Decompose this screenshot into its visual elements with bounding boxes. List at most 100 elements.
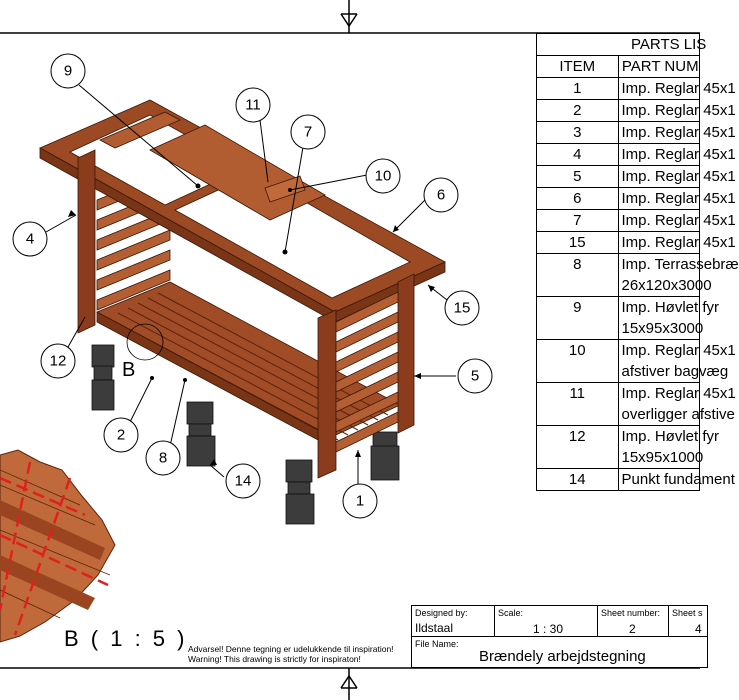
parts-row-part-line: afstiver bagvæg	[621, 363, 729, 380]
roof-beams	[99, 111, 326, 221]
parts-row-part-line: Imp. Reglar 45x1	[621, 146, 736, 163]
leader-arrowheads	[68, 183, 435, 465]
parts-row-part-line: 15x95x3000	[621, 320, 704, 337]
parts-row-part: Imp. Reglar 45x1	[617, 121, 736, 144]
item-balloons	[12, 53, 493, 519]
sheet-number-value: 2	[629, 622, 636, 636]
parts-row-item: 9	[536, 296, 619, 340]
balloon-4	[12, 221, 48, 257]
balloon-label-5: 5	[471, 368, 479, 385]
balloon-label-2: 2	[117, 427, 125, 444]
parts-row-part: Imp. Reglar 45x1	[617, 209, 736, 232]
balloon-15	[444, 290, 480, 326]
balloon-labels: 9 11 7 10 6 4 15 12 5 2 8 14 1	[26, 63, 479, 510]
balloon-7	[290, 114, 326, 150]
firewood-shelter-drawing	[39, 99, 446, 525]
parts-row-item: 12	[536, 425, 619, 469]
balloon-label-9: 9	[64, 63, 72, 80]
balloon-11	[235, 87, 271, 123]
parts-row-part: Imp. Reglar 45x1	[617, 231, 736, 254]
balloon-label-4: 4	[26, 231, 34, 248]
parts-row-part-line: 15x95x1000	[621, 449, 704, 466]
col-item-header: ITEM	[536, 55, 619, 78]
detail-view-b	[0, 449, 116, 643]
warning-line-2: Warning! This drawing is strictly for in…	[188, 654, 361, 664]
parts-row-part-line: overligger afstive	[621, 406, 735, 423]
balloon-label-15: 15	[454, 300, 471, 317]
parts-row-part-line: Imp. Reglar 45x1	[621, 342, 736, 359]
parts-row-part-line: Imp. Reglar 45x1	[621, 212, 736, 229]
designed-by-value: Ildstaal	[415, 621, 454, 635]
parts-row-item: 3	[536, 121, 619, 144]
parts-row-item: 14	[536, 468, 619, 491]
right-side-slats	[335, 291, 399, 453]
parts-row-part: Imp. Reglar 45x1	[617, 165, 736, 188]
parts-row-part-line: Punkt fundament	[621, 471, 735, 488]
balloon-12	[40, 343, 76, 379]
file-name-value: Brændely arbejdstegning	[479, 648, 646, 665]
parts-row-item: 15	[536, 231, 619, 254]
parts-row-item: 1	[536, 77, 619, 100]
balloon-label-8: 8	[159, 450, 167, 467]
parts-row-item: 8	[536, 253, 619, 297]
detail-view-label: B ( 1 : 5 )	[64, 626, 188, 651]
sheet-number-label: Sheet number:	[601, 608, 661, 618]
title-block: Designed by: Ildstaal Scale: 1 : 30 Shee…	[411, 605, 708, 668]
parts-row-part: Imp. Reglar 45x1	[617, 187, 736, 210]
parts-row-part: Imp. Reglar 45x1	[617, 143, 736, 166]
parts-row-part: Punkt fundament	[617, 468, 735, 491]
balloon-label-7: 7	[304, 124, 312, 141]
file-name-label: File Name:	[415, 639, 459, 649]
parts-row-item: 7	[536, 209, 619, 232]
warning-text: Advarsel! Denne tegning er udelukkende t…	[188, 644, 394, 664]
balloon-10	[365, 158, 401, 194]
parts-row-part-line: 26x120x3000	[621, 277, 712, 294]
sheet-size-label: Sheet s	[672, 608, 703, 618]
scale-label: Scale:	[498, 608, 524, 618]
balloon-label-10: 10	[375, 168, 392, 185]
parts-row-item: 4	[536, 143, 619, 166]
balloon-5	[457, 358, 493, 394]
parts-row-part: Imp. Reglar 45x1	[617, 77, 736, 100]
parts-row-part-line: Imp. Høvlet fyr	[621, 299, 720, 316]
parts-row-part: Imp. Reglar 45x1	[617, 99, 736, 122]
sheet-number-cell: Sheet number: 2	[597, 605, 669, 637]
parts-row-part-line: Imp. Reglar 45x1	[621, 190, 736, 207]
balloon-1	[342, 483, 378, 519]
parts-row-part-line: Imp. Reglar 45x1	[621, 234, 736, 251]
balloon-14	[225, 463, 261, 499]
parts-row-part-line: Imp. Terrassebræ	[621, 256, 739, 273]
designed-by-label: Designed by:	[415, 608, 468, 618]
parts-list-title: PARTS LIS	[536, 33, 706, 56]
parts-row-part: Imp. Høvlet fyr 15x95x3000	[617, 296, 720, 340]
parts-row-item: 2	[536, 99, 619, 122]
parts-row-item: 5	[536, 165, 619, 188]
col-part-header: PART NUM	[617, 55, 700, 78]
balloon-6	[423, 177, 459, 213]
sheet-size-value: 4	[695, 622, 702, 636]
parts-row-part-line: Imp. Reglar 45x1	[621, 80, 736, 97]
parts-row-part: Imp. Terrassebræ 26x120x3000	[617, 253, 739, 297]
balloon-label-12: 12	[50, 353, 67, 370]
balloon-label-14: 14	[235, 473, 252, 490]
parts-row-part-line: Imp. Reglar 45x1	[621, 102, 736, 119]
balloon-label-1: 1	[356, 493, 364, 510]
parts-row-item: 10	[536, 339, 619, 383]
parts-row-part: Imp. Reglar 45x1 afstiver bagvæg	[617, 339, 736, 383]
warning-line-1: Advarsel! Denne tegning er udelukkende t…	[188, 644, 394, 654]
detail-marker-b: B	[122, 359, 135, 381]
sheet-size-cell: Sheet s 4	[668, 605, 708, 637]
